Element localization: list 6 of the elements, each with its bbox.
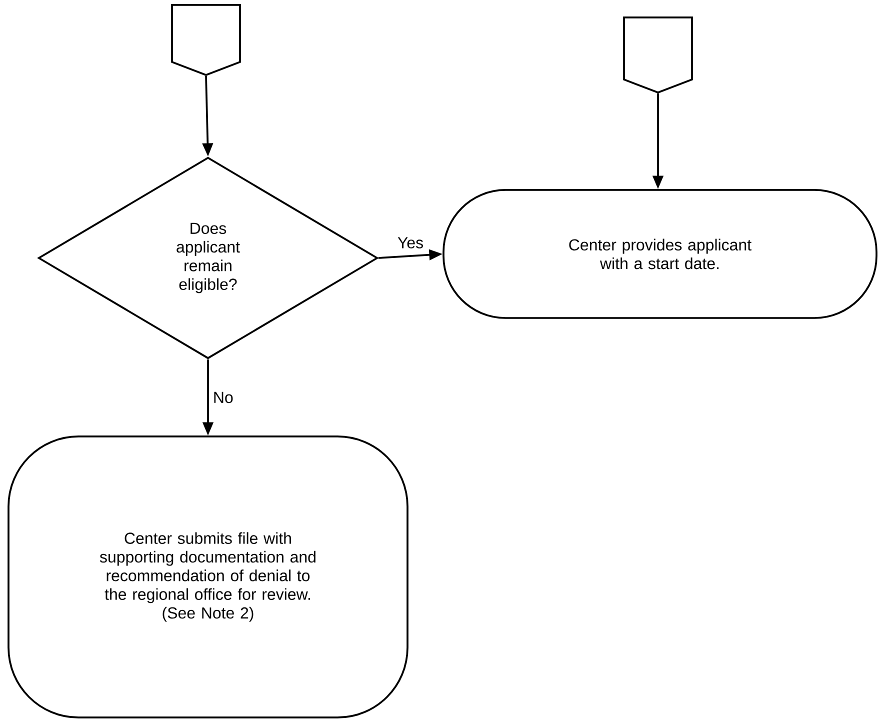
edge-label: Yes <box>398 237 423 248</box>
terminal-box: Center provides applicant with a start date. <box>442 189 878 319</box>
off-page-connector <box>171 4 241 76</box>
edge-label: No <box>214 392 233 404</box>
off-page-connector <box>623 16 693 94</box>
terminal-box: Center submits file with supporting documentation and recommendation of denial to the regional office for review. (See Note 2) <box>8 436 408 718</box>
